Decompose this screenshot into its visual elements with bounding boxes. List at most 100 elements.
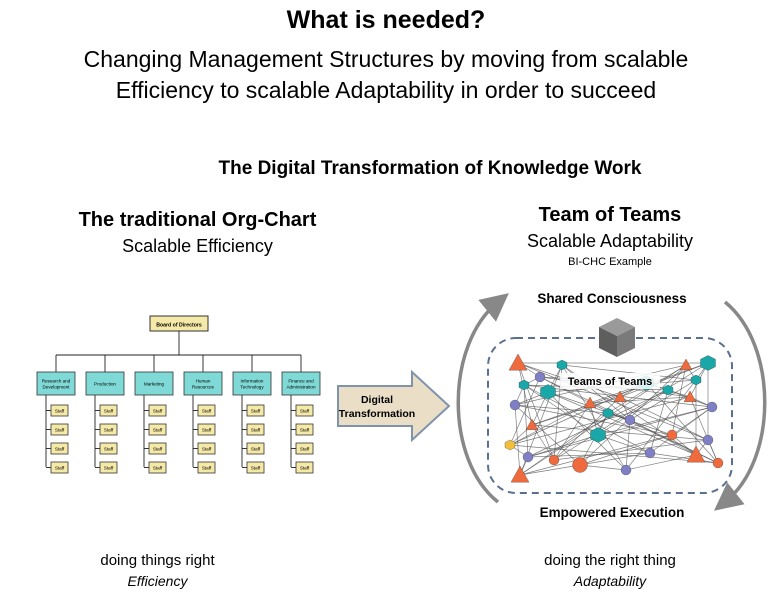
org-staff-node: Staff — [99, 404, 118, 417]
sphere-icon — [509, 399, 521, 411]
org-root-label: Board of Directors — [156, 323, 202, 329]
network-edge — [514, 404, 673, 436]
org-staff-label: Staff — [153, 447, 163, 452]
org-chart-heading: The traditional Org-Chart — [78, 209, 317, 231]
network-edge — [553, 396, 621, 461]
network-edge — [519, 434, 673, 476]
org-staff-label: Staff — [251, 409, 261, 414]
sphere-icon — [712, 457, 724, 469]
org-staff-boxes: StaffStaffStaffStaffStaffStaffStaffStaff… — [50, 404, 314, 474]
org-department-label: Development — [42, 385, 70, 390]
cycle-arrow-left — [456, 293, 509, 504]
cube-icon — [700, 355, 716, 371]
org-staff-node: Staff — [246, 423, 265, 436]
org-staff-label: Staff — [300, 409, 310, 414]
sphere-icon — [548, 454, 560, 466]
org-chart: Board of Directors Research andDevelopme… — [36, 315, 321, 474]
network-edge — [531, 424, 709, 441]
network-edge — [649, 406, 713, 454]
org-department-label: Information — [241, 379, 264, 384]
network-edge — [671, 364, 687, 436]
right-footer-italic: Adaptability — [573, 573, 647, 589]
org-staff-node: Staff — [246, 461, 265, 474]
org-department-label: Finance and — [288, 379, 314, 384]
pyramid-icon — [613, 390, 627, 402]
network-edge — [607, 412, 673, 436]
org-department-label: Administration — [286, 385, 316, 390]
right-footer: doing the right thing — [544, 552, 676, 569]
sphere-icon — [706, 401, 718, 413]
org-department-label: Technology — [240, 385, 264, 390]
org-staff-node: Staff — [50, 461, 69, 474]
pyramid-icon — [510, 465, 530, 483]
pyramid-icon — [525, 418, 539, 430]
org-staff-label: Staff — [300, 447, 310, 452]
network-edge — [514, 404, 521, 476]
network-edge — [509, 396, 691, 446]
org-staff-node: Staff — [295, 461, 314, 474]
network-edge — [517, 362, 533, 426]
org-staff-node: Staff — [99, 442, 118, 455]
network-edge — [553, 402, 591, 461]
network-edge — [629, 419, 697, 456]
network-edge — [531, 424, 555, 461]
subtitle-line-1: Changing Management Structures by moving… — [83, 46, 689, 72]
network-edge — [561, 364, 697, 381]
arrow-label-line-1: Digital — [361, 394, 393, 406]
network-edge — [517, 362, 555, 461]
org-staff-label: Staff — [104, 447, 114, 452]
sphere-icon — [666, 429, 678, 441]
org-staff-node: Staff — [148, 442, 167, 455]
org-department-label: Production — [94, 382, 116, 387]
org-staff-node: Staff — [197, 442, 216, 455]
sphere-icon — [624, 414, 636, 426]
pyramid-icon — [683, 390, 697, 402]
pyramid-icon — [508, 353, 528, 371]
org-staff-node: Staff — [197, 423, 216, 436]
pyramid-icon — [583, 396, 597, 408]
subtitle-line-2: Efficiency to scalable Adaptability in o… — [115, 77, 657, 103]
org-staff-label: Staff — [300, 428, 310, 433]
org-staff-label: Staff — [153, 409, 163, 414]
sphere-icon — [534, 371, 546, 383]
network-edge — [519, 464, 581, 476]
org-department-label: Research and — [42, 379, 71, 384]
network-edge — [523, 384, 599, 436]
org-staff-label: Staff — [55, 466, 65, 471]
org-staff-label: Staff — [202, 466, 212, 471]
org-staff-node: Staff — [197, 461, 216, 474]
sphere-icon — [620, 464, 632, 476]
pyramid-icon — [679, 358, 693, 370]
page-subtitle: Changing Management Structures by moving… — [20, 44, 752, 106]
team-of-teams-diagram: Shared Consciousness Empowered Execution… — [456, 291, 767, 520]
cube-icon — [602, 407, 614, 419]
org-staff-node: Staff — [295, 442, 314, 455]
network-edge — [579, 452, 651, 466]
empowered-execution-label: Empowered Execution — [540, 505, 685, 520]
network-edge — [527, 406, 713, 458]
org-department-node: Production — [85, 371, 125, 396]
cube-icon — [599, 318, 635, 357]
network-edge — [671, 434, 697, 456]
org-chart-subheading: Scalable Efficiency — [122, 236, 273, 256]
network-edge — [649, 452, 719, 464]
org-staff-node: Staff — [246, 442, 265, 455]
org-staff-label: Staff — [202, 428, 212, 433]
org-staff-node: Staff — [148, 423, 167, 436]
org-chart-connectors — [45, 331, 302, 468]
cube-icon — [690, 374, 702, 386]
team-of-teams-subheading: Scalable Adaptability — [526, 231, 694, 251]
org-department-node: Marketing — [134, 371, 174, 396]
network-edge — [629, 379, 697, 421]
org-root-node: Board of Directors — [149, 315, 209, 332]
org-staff-label: Staff — [202, 409, 212, 414]
cube-icon — [540, 384, 556, 400]
org-staff-label: Staff — [251, 447, 261, 452]
network-frame — [487, 337, 733, 494]
cube-icon — [504, 439, 516, 451]
pyramid-icon — [686, 445, 706, 463]
section-title: The Digital Transformation of Knowledge … — [218, 158, 642, 179]
org-staff-node: Staff — [50, 423, 69, 436]
